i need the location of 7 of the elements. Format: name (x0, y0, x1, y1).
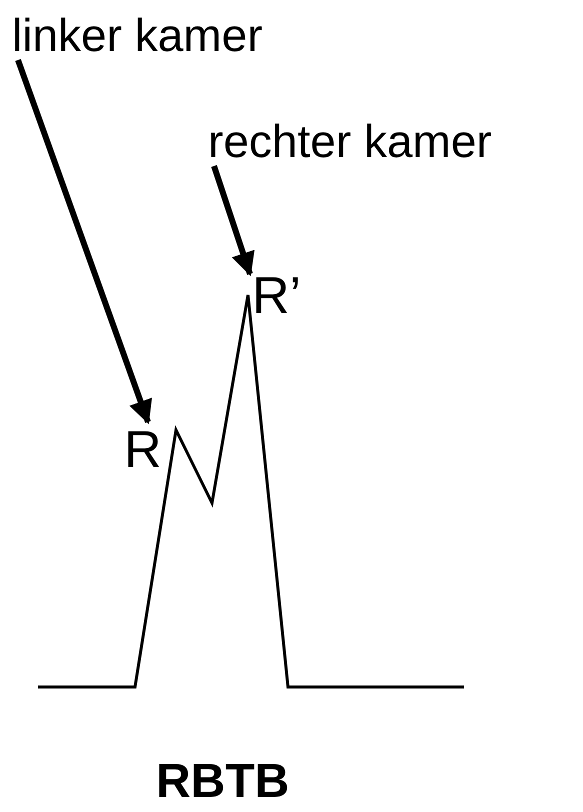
caption-label: RBTB (156, 758, 290, 806)
wave-label: R (124, 424, 162, 476)
chamber-label: linker kamer (12, 12, 263, 58)
leader-arrow (15, 58, 152, 424)
wave-label: R’ (252, 270, 302, 322)
leader-arrow (211, 165, 255, 276)
chamber-label: rechter kamer (208, 118, 492, 164)
